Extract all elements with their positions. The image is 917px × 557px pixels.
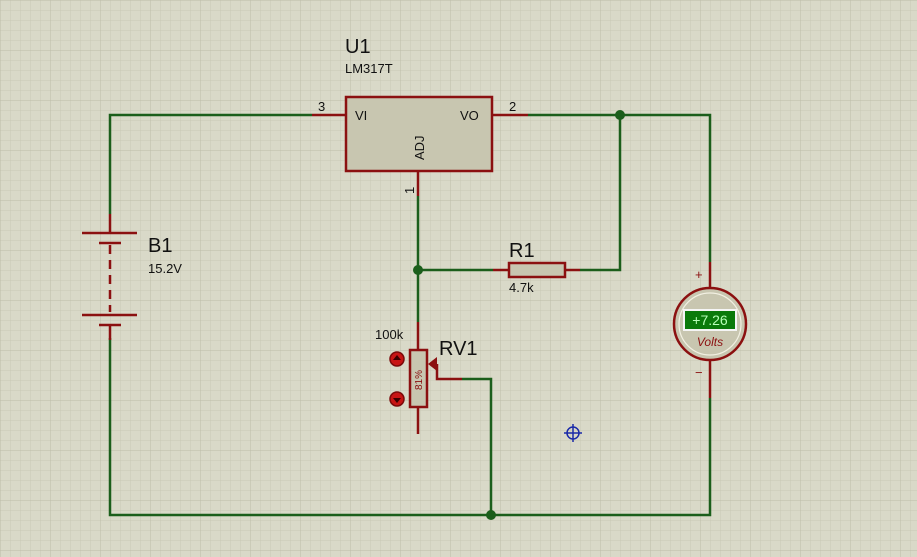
regulator-pin-num-vo: 2 xyxy=(509,99,516,114)
potentiometer-rv1[interactable]: 81% RV1 100k xyxy=(375,322,478,434)
regulator-pin-adj: ADJ xyxy=(412,135,427,160)
crosshair-cursor-icon xyxy=(564,424,582,442)
regulator-part: LM317T xyxy=(345,61,393,76)
wire-rv1-wiper xyxy=(462,377,493,515)
voltmeter-plus: + xyxy=(695,267,703,282)
potentiometer-wiper-head xyxy=(428,357,437,371)
pot-increment-button[interactable] xyxy=(389,351,405,367)
potentiometer-body xyxy=(408,348,429,409)
wire-vo-out xyxy=(528,113,712,262)
regulator-ref: U1 xyxy=(345,36,371,58)
pot-decrement-button[interactable] xyxy=(389,391,405,407)
wire-battery-top xyxy=(108,113,312,214)
regulator-pin-vi: VI xyxy=(355,108,367,123)
battery-value: 15.2V xyxy=(148,261,182,276)
battery-ref: B1 xyxy=(148,235,172,257)
wire-battery-bottom xyxy=(108,338,712,517)
resistor-value: 4.7k xyxy=(509,280,534,295)
resistor-ref: R1 xyxy=(509,240,535,262)
wires xyxy=(108,113,712,517)
potentiometer-ref: RV1 xyxy=(439,338,478,360)
regulator-u1[interactable]: U1 LM317T VI VO ADJ 3 2 1 xyxy=(312,36,528,196)
regulator-pin-vo: VO xyxy=(460,108,479,123)
voltmeter-minus: − xyxy=(695,365,703,380)
potentiometer-position: 81% xyxy=(414,370,425,390)
regulator-pin-num-vi: 3 xyxy=(318,99,325,114)
voltmeter-reading: +7.26 xyxy=(692,312,728,328)
voltmeter[interactable]: +7.26 Volts + − xyxy=(672,262,748,398)
battery-b1[interactable]: B1 15.2V xyxy=(82,214,182,340)
junction-dot xyxy=(486,510,496,520)
junction-dot xyxy=(615,110,625,120)
resistor-body xyxy=(507,261,567,279)
voltmeter-unit: Volts xyxy=(697,335,723,349)
regulator-body xyxy=(344,95,494,173)
junction-dot xyxy=(413,265,423,275)
voltmeter-display xyxy=(683,309,737,331)
resistor-r1[interactable]: R1 4.7k xyxy=(493,240,580,295)
regulator-pin-num-adj: 1 xyxy=(402,187,417,194)
wire-vo-to-r1 xyxy=(580,115,622,272)
potentiometer-value: 100k xyxy=(375,327,404,342)
voltmeter-inner-ring xyxy=(678,292,742,356)
